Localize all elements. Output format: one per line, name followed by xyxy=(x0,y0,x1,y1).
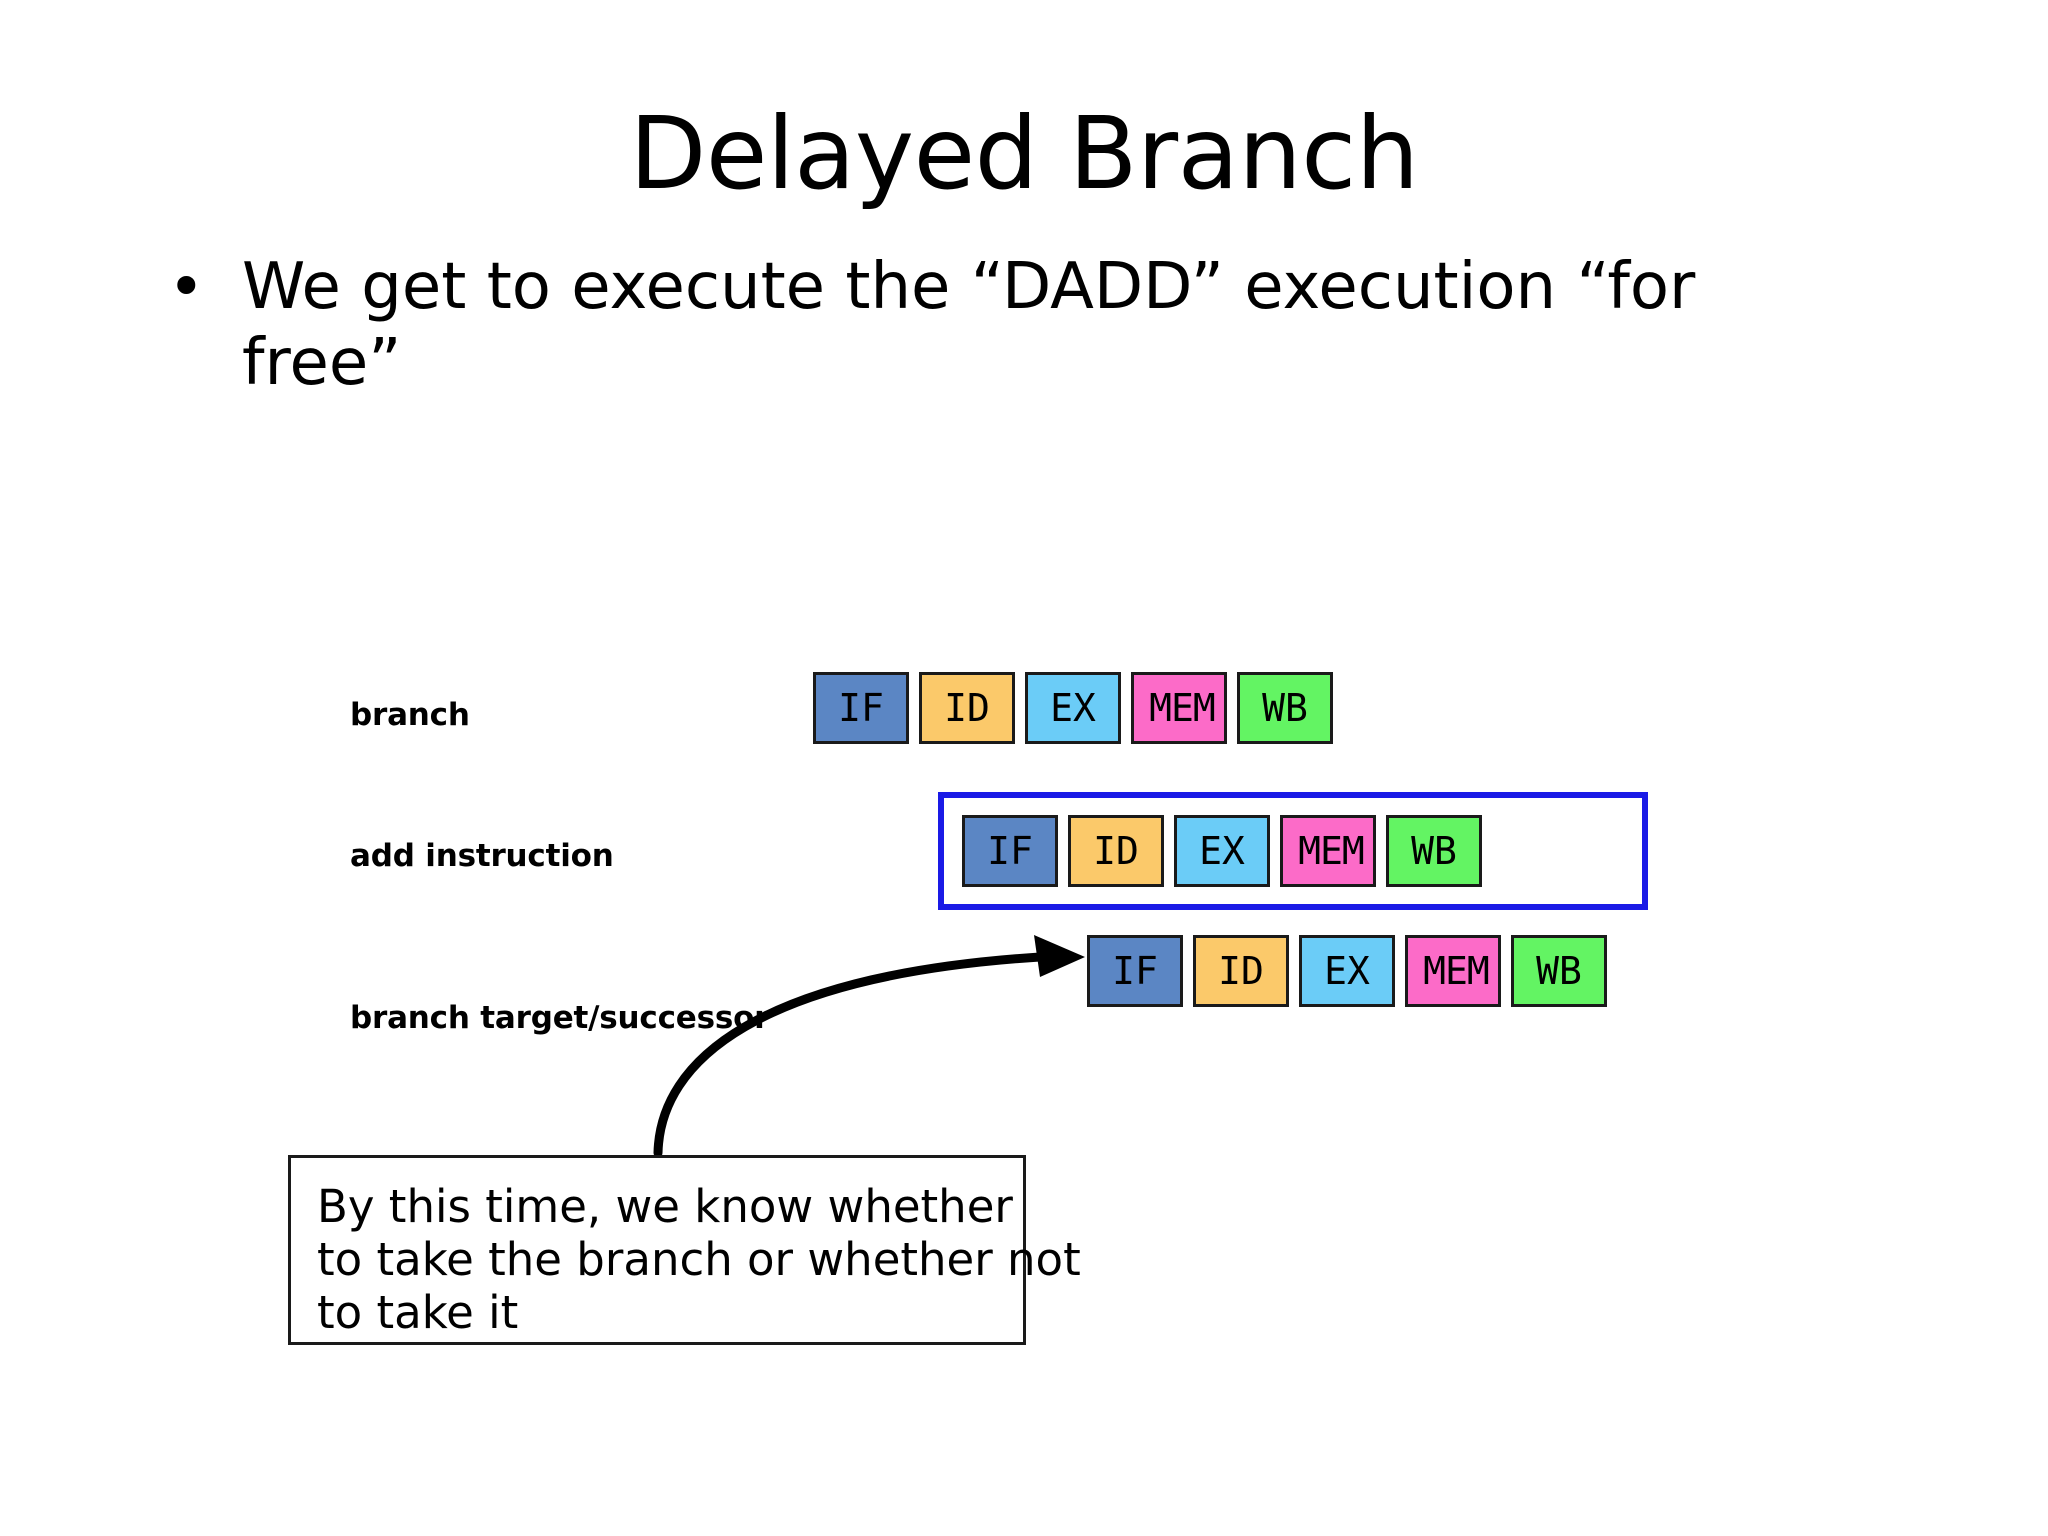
callout-line: to take it xyxy=(317,1286,519,1340)
stage-mem: MEM xyxy=(1280,815,1376,887)
stage-mem: MEM xyxy=(1131,672,1227,744)
bullet-text: We get to execute the “DADD” execution “… xyxy=(242,250,1696,400)
bullet-list: • We get to execute the “DADD” execution… xyxy=(168,250,1868,401)
stage-if: IF xyxy=(1087,935,1183,1007)
stage-wb: WB xyxy=(1511,935,1607,1007)
callout-textbox: By this time, we know whether to take th… xyxy=(288,1155,1081,1345)
stage-id: ID xyxy=(919,672,1015,744)
list-item: • We get to execute the “DADD” execution… xyxy=(168,250,1868,401)
stage-ex: EX xyxy=(1299,935,1395,1007)
stage-label-if: IF xyxy=(987,829,1033,873)
stage-label-ex: EX xyxy=(1199,829,1245,873)
stage-label-id: ID xyxy=(944,686,990,730)
stage-if: IF xyxy=(962,815,1058,887)
pipeline-row-branch-target-successor: IF ID EX MEM WB xyxy=(1087,935,1607,1007)
row-label-branch-target-successor: branch target/successor xyxy=(350,1000,770,1036)
row-label-add-instruction: add instruction xyxy=(350,838,614,874)
page-title: Delayed Branch xyxy=(629,95,1419,212)
callout-line: to take the branch or whether not xyxy=(317,1233,1081,1287)
stage-label-wb: WB xyxy=(1411,829,1457,873)
stage-label-wb: WB xyxy=(1262,686,1308,730)
stage-label-ex: EX xyxy=(1050,686,1096,730)
stage-ex: EX xyxy=(1025,672,1121,744)
stage-label-if: IF xyxy=(1112,949,1158,993)
stage-id: ID xyxy=(1193,935,1289,1007)
stage-if: IF xyxy=(813,672,909,744)
row-label-branch: branch xyxy=(350,697,470,733)
stage-ex: EX xyxy=(1174,815,1270,887)
stage-label-ex: EX xyxy=(1324,949,1370,993)
stage-id: ID xyxy=(1068,815,1164,887)
pipeline-row-branch: IF ID EX MEM WB xyxy=(813,672,1333,744)
stage-mem: MEM xyxy=(1405,935,1501,1007)
pipeline-row-add-instruction: IF ID EX MEM WB xyxy=(962,815,1482,887)
add-instruction-highlight-box xyxy=(938,792,1648,910)
stage-wb: WB xyxy=(1237,672,1333,744)
stage-label-mem: MEM xyxy=(1298,829,1365,873)
bullet-marker-icon: • xyxy=(168,250,205,323)
stage-label-mem: MEM xyxy=(1149,686,1216,730)
stage-label-id: ID xyxy=(1218,949,1264,993)
callout-line: By this time, we know whether xyxy=(317,1180,1013,1233)
stage-label-wb: WB xyxy=(1536,949,1582,993)
stage-label-id: ID xyxy=(1093,829,1139,873)
stage-label-if: IF xyxy=(838,686,884,730)
stage-wb: WB xyxy=(1386,815,1482,887)
stage-label-mem: MEM xyxy=(1423,949,1490,993)
